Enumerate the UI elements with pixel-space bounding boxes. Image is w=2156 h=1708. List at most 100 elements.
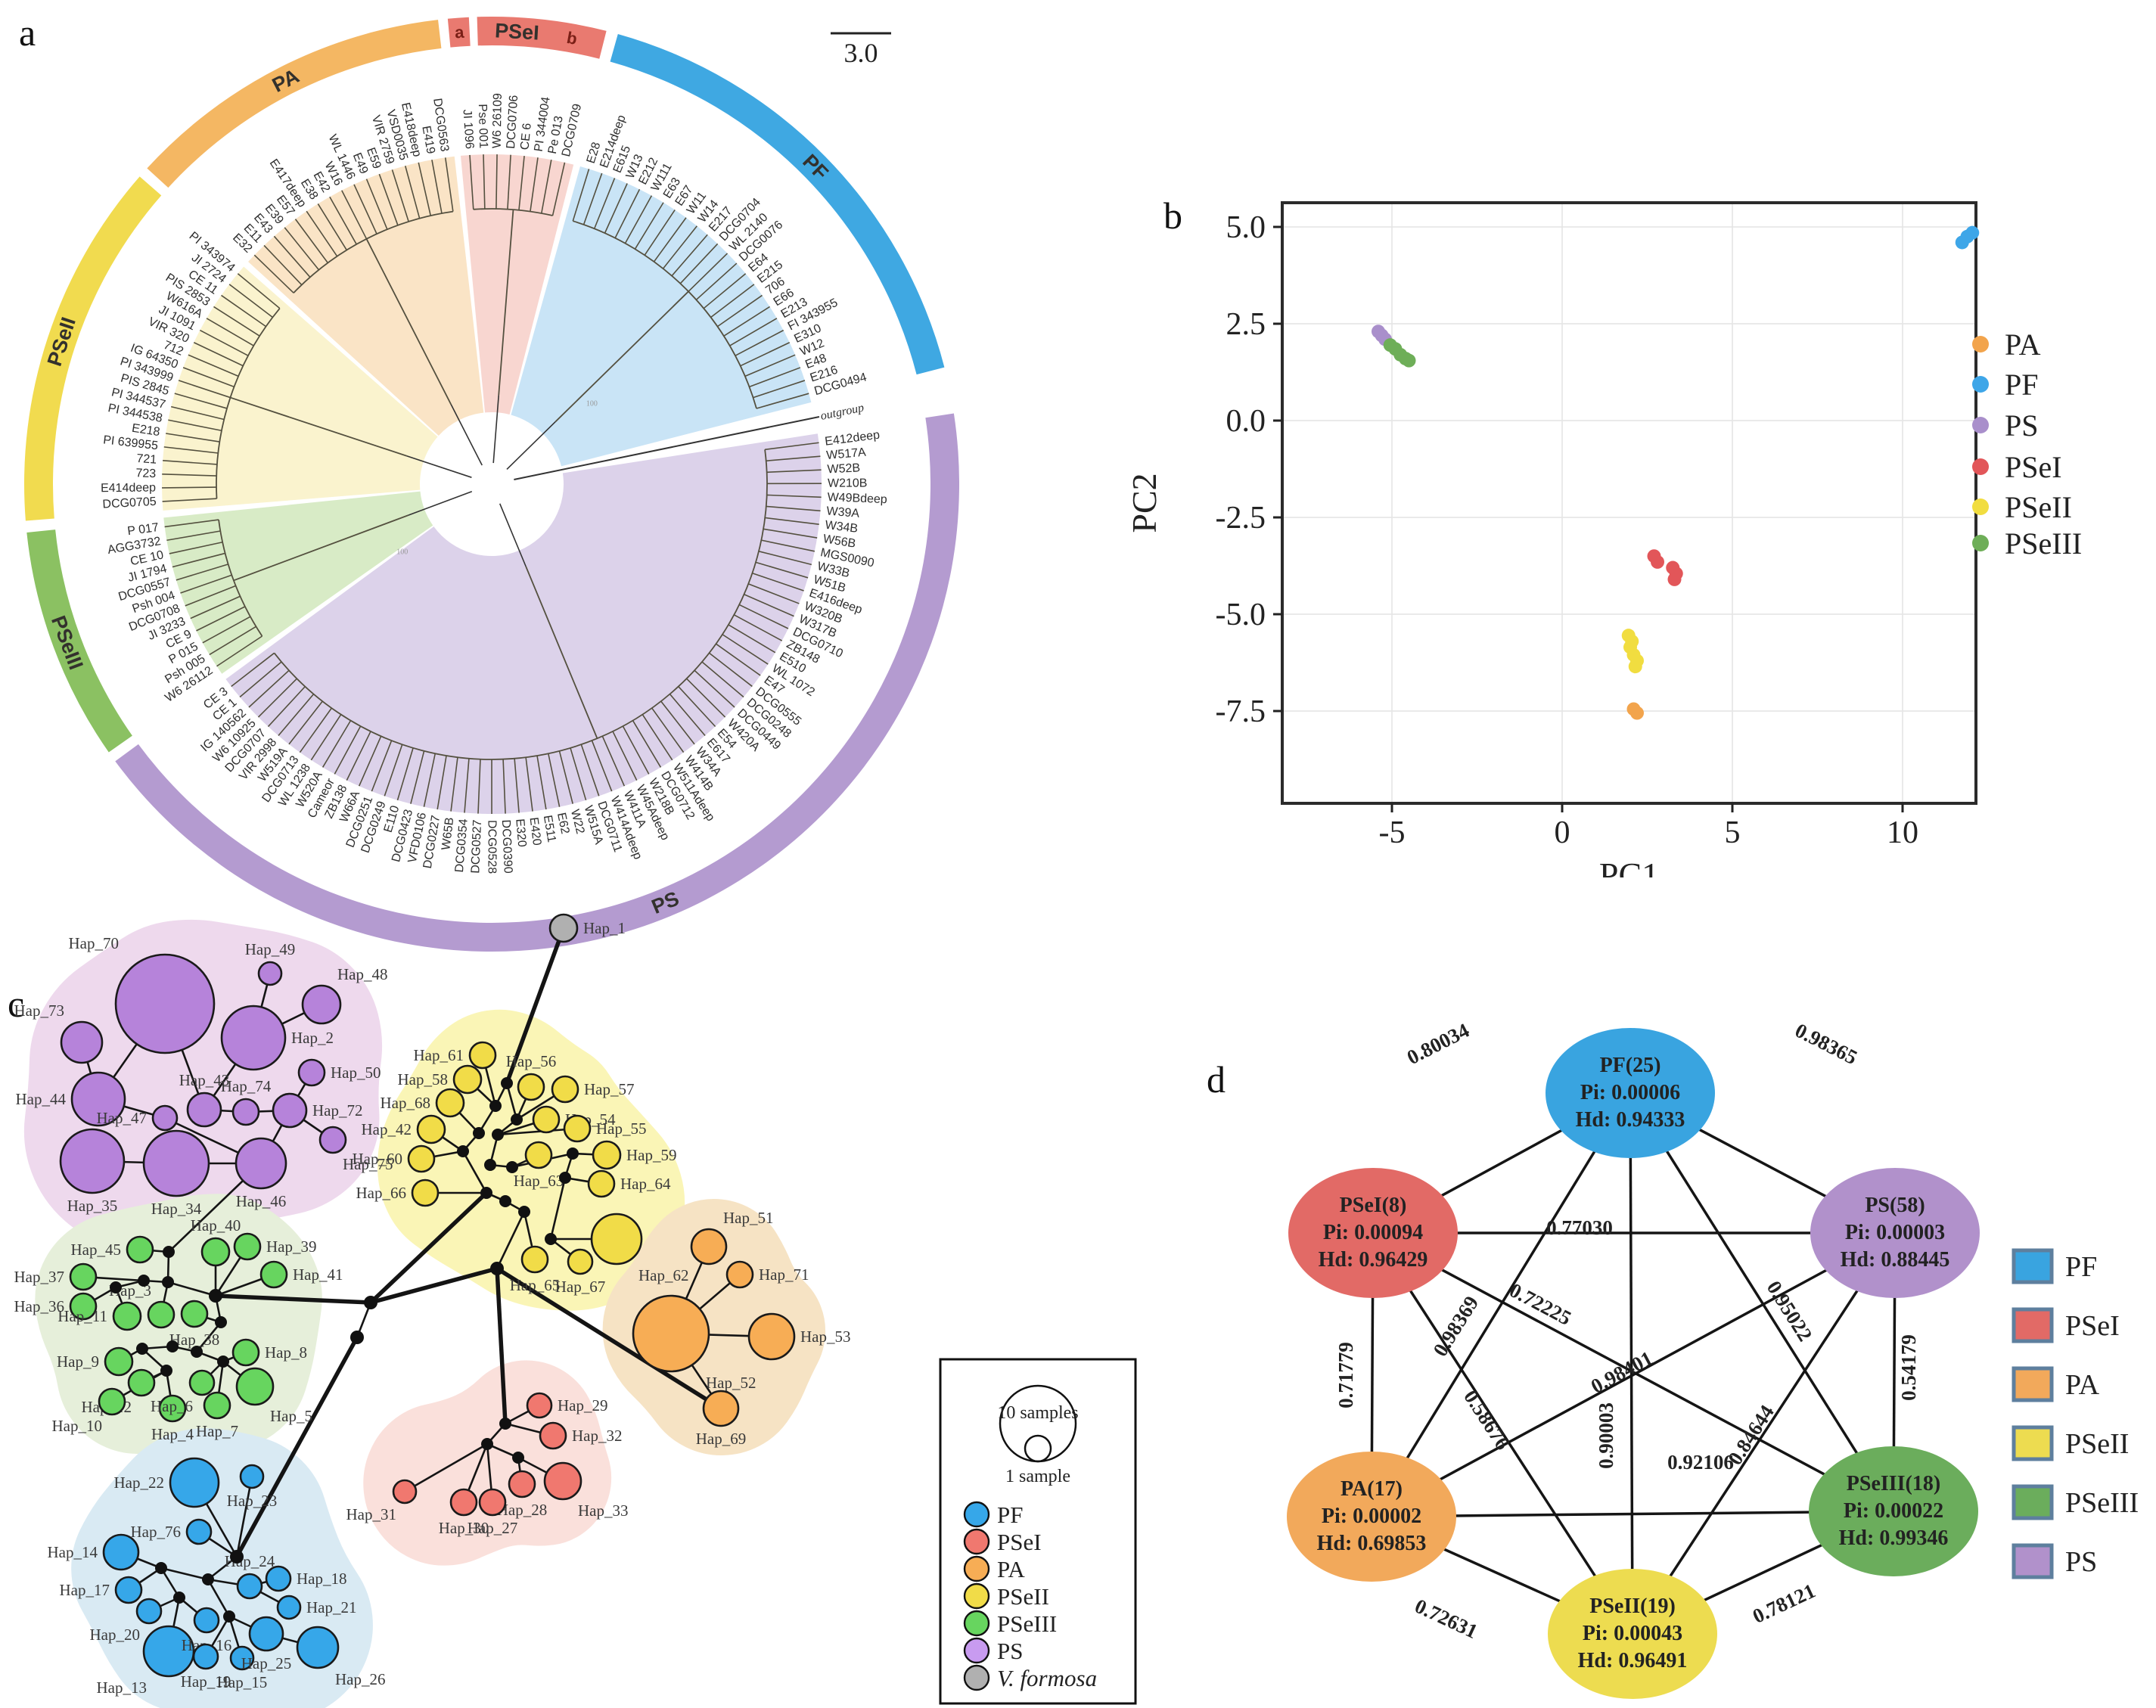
tree-leaf-branch <box>216 635 263 667</box>
tree-taxon-label: W49Bdeep <box>827 491 887 506</box>
pca-point-PA <box>1630 706 1644 720</box>
y-tick-label: 0.0 <box>1226 404 1266 439</box>
haplo-label-h55: Hap_55 <box>596 1120 647 1138</box>
dnet-node-hd-PS: Hd: 0.88445 <box>1841 1248 1950 1272</box>
dnet-node-pi-PSeIII: Pi: 0.00022 <box>1844 1499 1943 1523</box>
haplo-node-h42 <box>416 1114 446 1144</box>
tree-taxon-label: E62 <box>555 812 572 835</box>
tree-leaf-branch <box>688 253 729 292</box>
tree-root-branch <box>492 395 500 464</box>
haplo-label-h61: Hap_61 <box>414 1046 464 1064</box>
dnet-edge-label-PSeII-PSeIII: 0.78121 <box>1749 1579 1819 1628</box>
haplo-node-h25 <box>248 1616 284 1652</box>
tree-wedge-PS <box>225 433 822 814</box>
haplo-node-h61 <box>468 1041 497 1070</box>
tree-taxon-label: DCG0390 <box>499 819 514 874</box>
tree-leaf-branch <box>423 753 436 807</box>
haplo-node-h32 <box>539 1421 567 1450</box>
dnet-node-pi-PA: Pi: 0.00002 <box>1322 1505 1421 1528</box>
tree-leaf-branch <box>334 725 362 775</box>
tree-leaf-branch <box>190 595 241 620</box>
tree-leaf-branch <box>766 469 822 474</box>
haplo-junction-dot <box>457 1145 469 1157</box>
haplo-label-h22: Hap_22 <box>114 1474 165 1492</box>
tree-leaf-branch <box>278 694 315 737</box>
tree-leaf-branch <box>176 564 228 581</box>
haplo-node-h60 <box>407 1144 436 1173</box>
haplo-node-h47 <box>151 1104 179 1132</box>
haplo-label-h68: Hap_68 <box>381 1094 431 1112</box>
haplo-node-h56 <box>517 1073 545 1101</box>
haplo-node-h3 <box>147 1300 176 1329</box>
tree-taxon-label: Pse 001 <box>476 104 489 148</box>
haplo-junction-dot <box>162 1276 174 1288</box>
haplo-label-h20: Hap_20 <box>90 1626 141 1644</box>
tree-leaf-branch <box>695 262 738 300</box>
haplo-node-h66 <box>411 1179 440 1207</box>
haplo-junction-dot <box>136 1343 148 1355</box>
legend-color-label-5: PS <box>997 1638 1023 1664</box>
haplo-node-h17 <box>114 1576 143 1604</box>
haplo-junction-dot <box>110 1281 122 1293</box>
tree-leaf-branch <box>710 284 755 318</box>
legend-color-dot-3 <box>963 1582 990 1610</box>
haplo-node-h30 <box>449 1488 478 1517</box>
haplo-edge <box>160 1567 209 1581</box>
tree-leaf-branch <box>669 694 706 736</box>
tree-leaf-branch <box>749 367 801 388</box>
tree-taxon-label: DCG0354 <box>453 818 471 873</box>
dnet-node-hd-PF: Hd: 0.94333 <box>1576 1108 1685 1132</box>
tree-leaf-branch <box>722 634 769 665</box>
legend-color-dot-4 <box>963 1610 990 1637</box>
haplo-label-h17: Hap_17 <box>60 1581 110 1599</box>
haplo-label-h50: Hap_50 <box>331 1064 381 1082</box>
y-tick-label: 5.0 <box>1226 210 1266 245</box>
haplo-node-h72 <box>272 1092 308 1129</box>
haplo-edge-thick <box>495 1268 508 1424</box>
dnet-legend-swatch-PSeI <box>2012 1307 2054 1343</box>
haplo-junction-dot <box>501 1077 513 1089</box>
pca-point-PSeI <box>1667 572 1682 586</box>
tree-leaf-branch <box>306 210 338 257</box>
y-tick-label: -5.0 <box>1216 598 1266 632</box>
dnet-legend-label-PA: PA <box>2065 1369 2100 1401</box>
haplo-node-h6 <box>188 1369 216 1396</box>
tree-leaf-branch <box>168 419 222 432</box>
haplo-node-h43 <box>186 1092 222 1128</box>
haplo-edge <box>167 1281 216 1297</box>
x-tick-label: 5 <box>1725 815 1741 850</box>
dnet-edge-label-PA-PSeIII: 0.92106 <box>1667 1451 1734 1474</box>
haplo-label-h23: Hap_23 <box>227 1492 278 1510</box>
tree-leaf-branch <box>162 498 217 502</box>
tree-leaf-branch <box>273 235 311 278</box>
haplo-node-h70 <box>114 953 216 1054</box>
haplo-node-h4 <box>158 1394 187 1423</box>
haplo-edge-thick <box>370 1266 498 1305</box>
haplo-node-h29 <box>526 1392 553 1419</box>
haplo-edge-thick <box>369 1191 488 1304</box>
dnet-edge-PF-PA <box>1370 1092 1632 1517</box>
dnet-node-PSeI <box>1288 1168 1458 1298</box>
tree-leaf-branch <box>164 519 219 528</box>
y-tick-label: -7.5 <box>1216 694 1266 729</box>
haplo-node-h68 <box>435 1088 465 1118</box>
tree-taxon-label: E420 <box>527 817 544 846</box>
dnet-edge-PSeI-PSeIII <box>1372 1231 1894 1513</box>
tree-leaf-branch <box>758 551 812 566</box>
tree-leaf-branch <box>174 393 228 409</box>
tree-leaf-branch <box>317 203 347 251</box>
haplo-blob-PA <box>602 1199 826 1455</box>
dnet-edge-PF-PSeIII <box>1629 1092 1895 1512</box>
haplo-node-h41 <box>259 1260 288 1289</box>
tree-leaf-branch <box>651 707 685 753</box>
tree-leaf-branch <box>483 154 486 210</box>
legend-label-PA: PA <box>2005 328 2041 362</box>
haplo-edge <box>207 1579 231 1617</box>
haplo-node-h45 <box>126 1235 154 1264</box>
tree-leaf-branch <box>744 594 794 617</box>
haplo-node-h12 <box>127 1368 156 1397</box>
haplo-junction-dot <box>230 1550 244 1564</box>
tree-taxon-label: 723 <box>135 467 156 480</box>
tree-group-stem <box>498 210 514 396</box>
